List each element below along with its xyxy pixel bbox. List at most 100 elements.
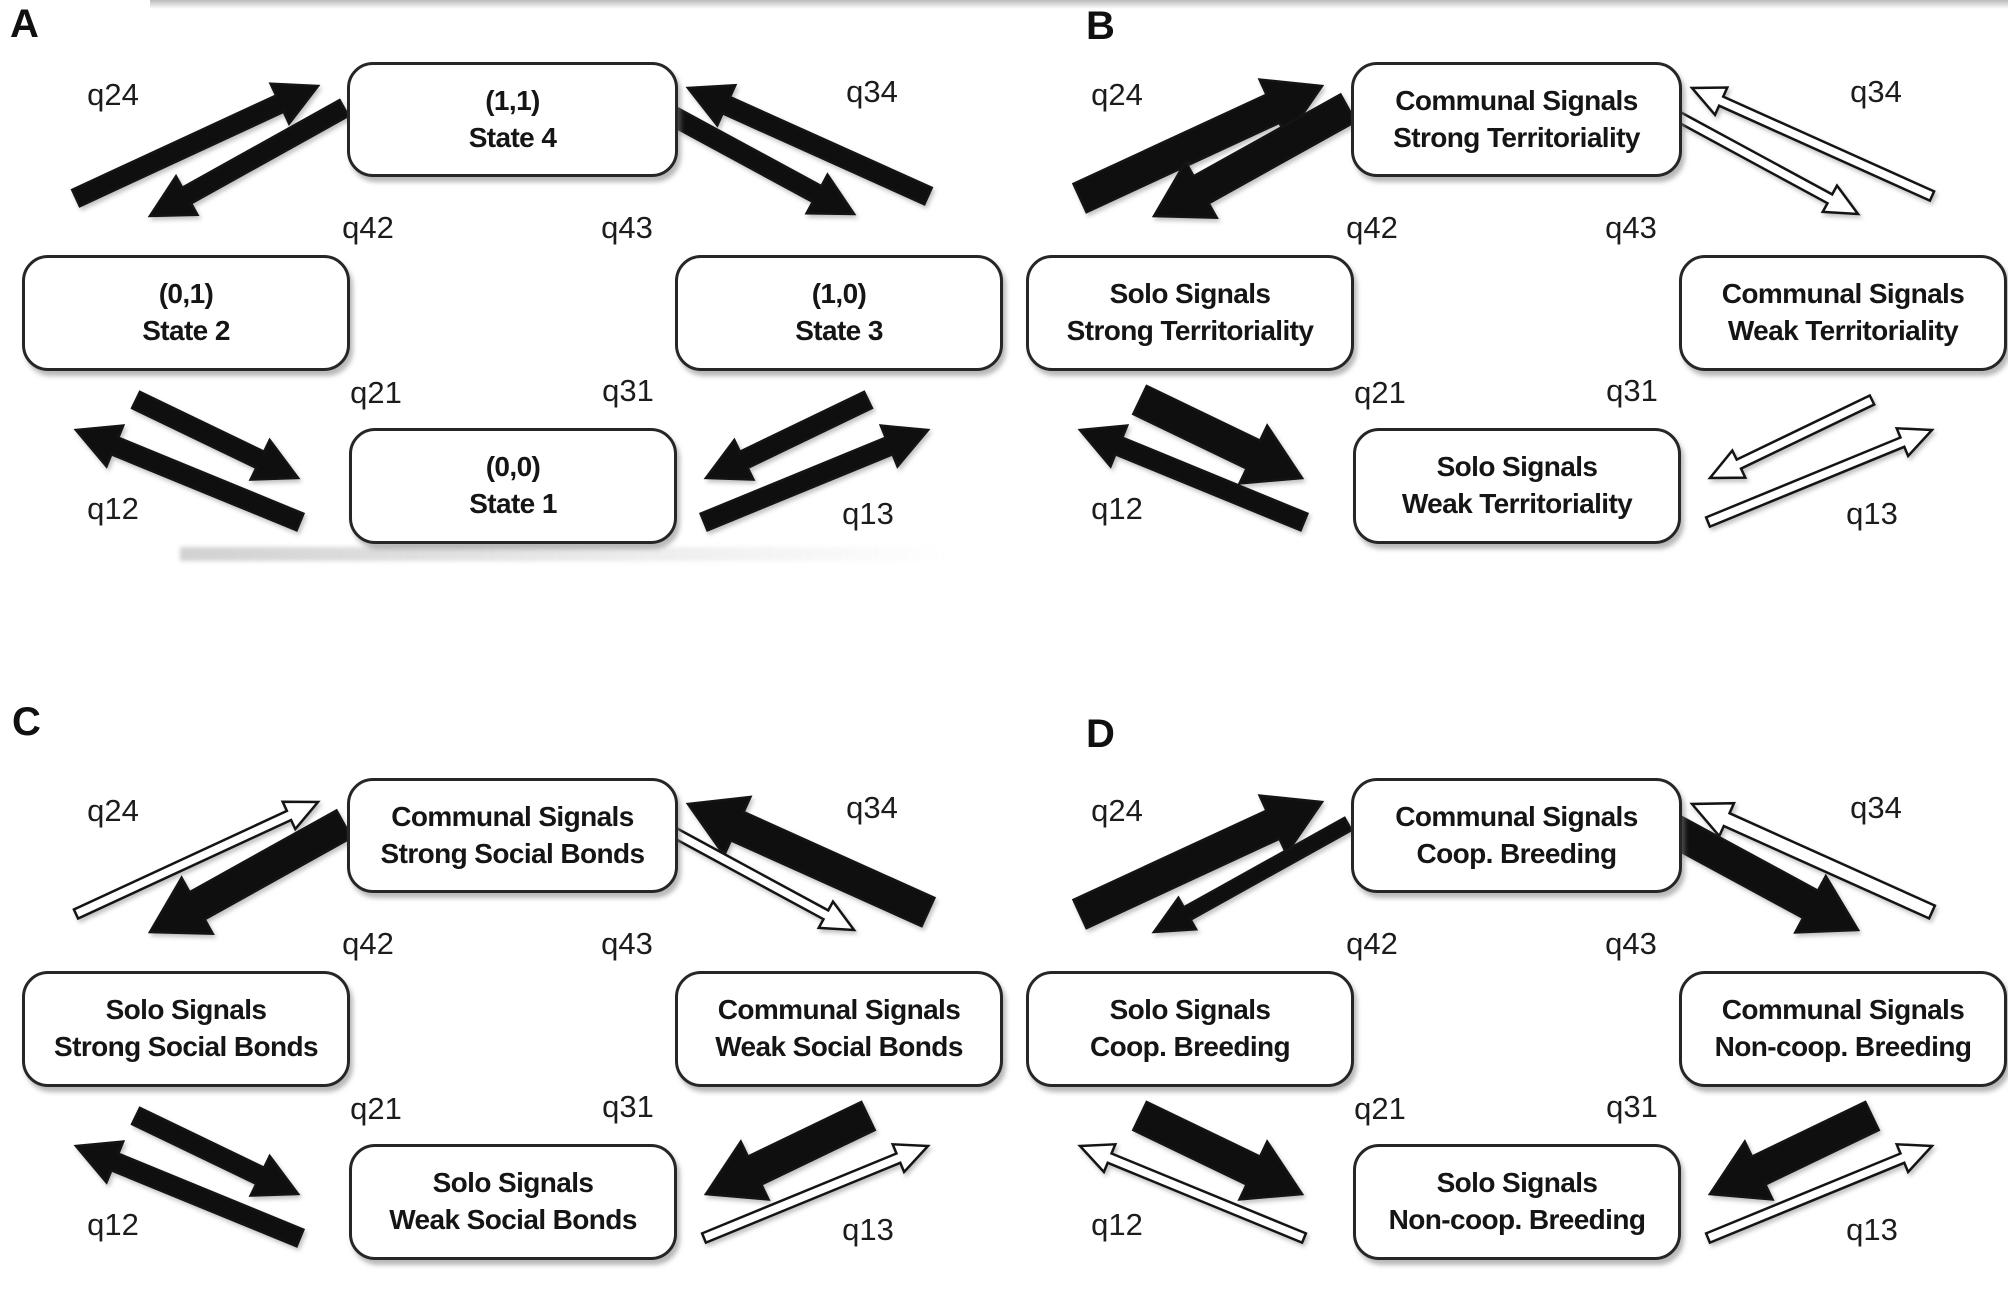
transition-arrow-q21: [130, 1106, 301, 1197]
transition-arrow-q24: [70, 82, 321, 208]
transition-arrow-q43: [656, 100, 857, 216]
state-box-line: (0,1): [158, 278, 214, 310]
transition-label-q34: q34: [846, 790, 898, 825]
transition-label-q12: q12: [1091, 491, 1143, 526]
transition-arrow-q34: [1689, 86, 1936, 203]
transition-label-q13: q13: [1846, 496, 1898, 531]
state-box-line: Solo Signals: [1109, 278, 1271, 310]
transition-label-q42: q42: [342, 210, 394, 245]
transition-arrow-q13: [1704, 426, 1935, 529]
state-box-line: (1,1): [485, 84, 540, 116]
state-box-line: State 1: [469, 488, 557, 519]
transition-arrow-q42: [1151, 816, 1354, 934]
transition-arrow-q43: [1661, 103, 1861, 216]
transition-arrow-q12: [73, 1140, 306, 1248]
transition-label-q42: q42: [342, 926, 394, 961]
state-box-line: Strong Social Bonds: [54, 1031, 319, 1062]
state-box-line: Communal Signals: [1721, 278, 1965, 310]
transition-arrow-q34: [1689, 801, 1937, 921]
transition-label-q34: q34: [1850, 790, 1902, 825]
transition-arrow-q42: [1151, 92, 1358, 220]
transition-arrow-q43: [657, 819, 857, 932]
transition-label-q31: q31: [602, 1089, 654, 1124]
transition-arrow-q31: [703, 1100, 877, 1201]
transition-label-q43: q43: [601, 210, 653, 245]
state-box-top: (1,1) State 4: [347, 62, 678, 177]
transition-arrow-q31: [703, 390, 874, 481]
transition-arrow-q24: [1071, 78, 1325, 214]
state-box-line: Coop. Breeding: [1416, 837, 1617, 869]
state-box-line: (0,0): [485, 451, 541, 483]
state-box-line: Solo Signals: [1436, 451, 1598, 483]
transition-label-q31: q31: [1606, 1089, 1658, 1124]
transition-arrow-q24: [1071, 794, 1325, 930]
transition-label-q12: q12: [1091, 1207, 1143, 1242]
state-box-line: Communal Signals: [391, 800, 634, 832]
transition-label-q24: q24: [1091, 793, 1143, 828]
state-box-line: Solo Signals: [432, 1167, 594, 1199]
state-box-line: Communal Signals: [717, 994, 961, 1026]
transition-label-q21: q21: [350, 1091, 402, 1126]
state-box-line: Solo Signals: [1436, 1167, 1598, 1199]
transition-label-q24: q24: [87, 77, 139, 112]
state-box-line: Strong Social Bonds: [380, 837, 646, 869]
state-box-line: Communal Signals: [1721, 994, 1965, 1026]
transition-label-q12: q12: [87, 491, 139, 526]
transition-label-q24: q24: [1091, 77, 1143, 112]
panel-label-B: B: [1086, 4, 1115, 48]
state-box-line: State 3: [795, 315, 883, 346]
transition-arrow-q21: [1131, 384, 1305, 485]
transition-arrow-q43: [1656, 810, 1861, 934]
transition-label-q42: q42: [1346, 210, 1398, 245]
transition-arrow-q21: [1131, 1100, 1305, 1201]
transition-arrow-q34: [685, 795, 937, 928]
state-box-line: (1,0): [811, 278, 867, 310]
transition-arrow-q31: [1707, 1100, 1881, 1201]
transition-arrow-q42: [147, 98, 351, 218]
state-box-line: Strong Territoriality: [1393, 121, 1640, 153]
transition-label-q43: q43: [601, 926, 653, 961]
transition-arrow-q34: [685, 83, 934, 206]
transition-arrow-q13: [1704, 1142, 1935, 1245]
transition-label-q13: q13: [1846, 1212, 1898, 1247]
panel-label-A: A: [10, 2, 39, 46]
transition-arrow-q13: [698, 424, 931, 532]
transition-label-q12: q12: [87, 1207, 139, 1242]
state-box-line: Weak Territoriality: [1727, 315, 1959, 346]
transition-label-q13: q13: [842, 1212, 894, 1247]
panel-label-C: C: [12, 700, 41, 744]
transition-arrow-q24: [72, 800, 321, 921]
panel-label-D: D: [1086, 712, 1115, 756]
transition-arrow-q42: [147, 808, 354, 936]
transition-arrow-q12: [73, 424, 306, 532]
transition-label-q21: q21: [1354, 375, 1406, 410]
transition-arrow-q12: [1077, 1142, 1308, 1245]
state-box-line: State 4: [468, 121, 557, 153]
state-box-line: Non-coop. Breeding: [1388, 1204, 1646, 1235]
transition-label-q42: q42: [1346, 926, 1398, 961]
transition-arrow-q13: [700, 1142, 931, 1245]
transition-label-q34: q34: [1850, 74, 1902, 109]
state-box-line: Solo Signals: [1109, 994, 1271, 1026]
state-box-line: Weak Social Bonds: [715, 1031, 963, 1062]
transition-label-q34: q34: [846, 74, 898, 109]
transition-arrow-q21: [130, 390, 301, 481]
state-box-line: Weak Social Bonds: [389, 1204, 637, 1235]
transition-arrow-q31: [1707, 393, 1876, 480]
transition-label-q43: q43: [1605, 210, 1657, 245]
state-box-line: Coop. Breeding: [1089, 1031, 1291, 1062]
